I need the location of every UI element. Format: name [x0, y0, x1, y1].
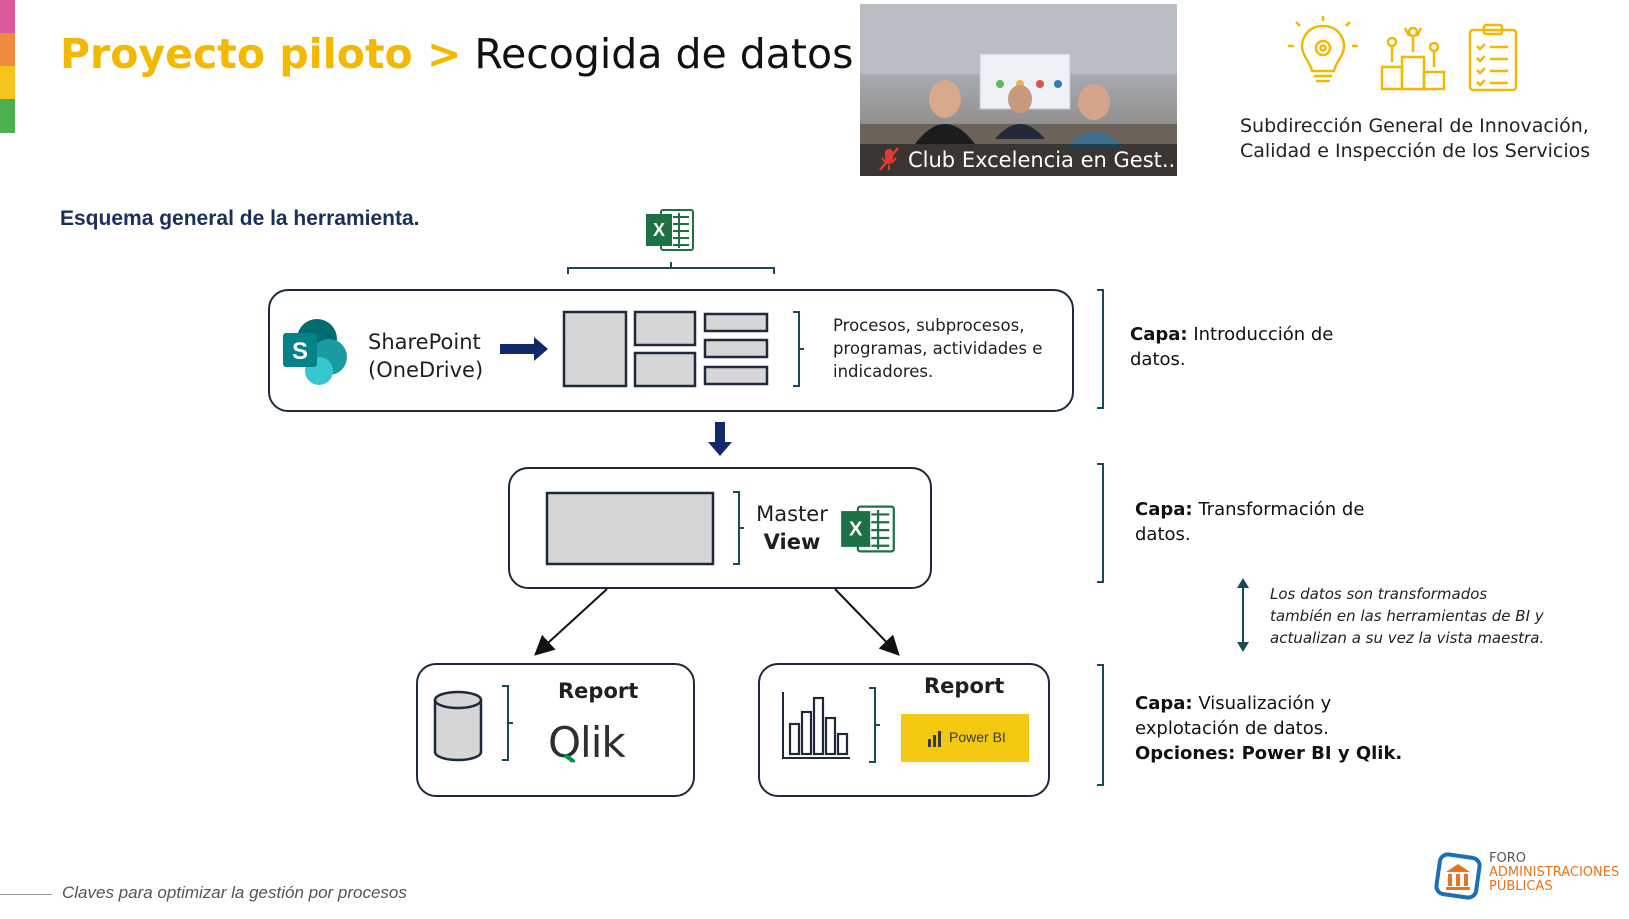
color-strip-yellow — [0, 66, 15, 99]
svg-text:X: X — [849, 519, 863, 541]
layer-3-bold: Capa: — [1135, 693, 1193, 714]
sharepoint-label-line-2: (OneDrive) — [368, 358, 484, 382]
sharepoint-icon: S — [283, 319, 347, 385]
bar-chart-icon — [782, 692, 850, 759]
layer-intake-text: Capa: Introducción de datos. — [1130, 322, 1333, 372]
excel-icon: X — [646, 209, 694, 251]
layer-bracket-3 — [1097, 664, 1104, 786]
transform-note-line-3: actualizan a su vez la vista maestra. — [1270, 629, 1545, 647]
video-participant-tile[interactable]: Club Excelencia en Gest... — [860, 4, 1177, 176]
master-view-line-1: Master — [756, 502, 828, 526]
foro-logo-icon — [1434, 852, 1482, 900]
foro-logo-text: FORO ADMINISTRACIONES PÚBLICAS — [1489, 852, 1619, 894]
title-rest: Recogida de datos — [474, 30, 854, 78]
layer-1-text-2: datos. — [1130, 349, 1186, 370]
footer-divider — [0, 894, 52, 895]
color-strip-green — [0, 99, 15, 133]
diagonal-arrows — [534, 588, 900, 656]
layer-3-text-3: Opciones: Power BI y Qlik. — [1135, 743, 1403, 764]
layer-2-text-2: datos. — [1135, 524, 1191, 545]
powerbi-label: Power BI — [949, 729, 1006, 745]
transform-note-line-2: también en las herramientas de BI y — [1270, 607, 1544, 625]
lightbulb-gear-icon — [1288, 16, 1358, 83]
organization-line-1: Subdirección General de Innovación, — [1240, 115, 1589, 137]
report-left-title: Report — [558, 679, 639, 703]
footer-text: Claves para optimizar la gestión por pro… — [62, 883, 407, 902]
layout-blocks — [562, 310, 769, 388]
report-right-title: Report — [924, 674, 1005, 698]
qlik-logo-mark — [564, 754, 575, 762]
layer-1-bold: Capa: — [1130, 324, 1188, 345]
participant-label: Club Excelencia en Gest... — [908, 148, 1177, 172]
layer-1-text: Introducción de — [1187, 324, 1334, 345]
transform-note: Los datos son transformados también en l… — [1270, 583, 1544, 649]
right-arrow — [500, 337, 548, 361]
svg-text:X: X — [653, 220, 665, 240]
master-view-line-2: View — [763, 530, 821, 554]
bracket — [502, 685, 513, 761]
foro-line-1: FORO — [1489, 851, 1526, 866]
muted-mic-icon — [879, 147, 899, 171]
color-strip-orange — [0, 33, 15, 66]
layer-transform-text: Capa: Transformación de datos. — [1135, 497, 1364, 547]
meeting-room-scene — [860, 4, 1177, 176]
section-subtitle: Esquema general de la herramienta. — [60, 207, 420, 230]
layer-2-text: Transformación de — [1192, 499, 1365, 520]
bracket — [793, 311, 804, 387]
title-highlight: Proyecto piloto > — [60, 30, 462, 78]
bracket — [869, 687, 880, 763]
layer-bracket-2 — [1097, 463, 1104, 583]
intake-layer-box — [268, 289, 1074, 412]
content-description-line-3: indicadores. — [833, 362, 934, 381]
transform-note-line-1: Los datos son transformados — [1270, 585, 1488, 603]
organization-line-2: Calidad e Inspección de los Servicios — [1240, 140, 1591, 162]
sharepoint-label-line-1: SharePoint — [368, 330, 481, 354]
video-caption-bar — [860, 144, 1177, 176]
double-arrow — [1237, 578, 1249, 652]
layer-3-text-2: explotación de datos. — [1135, 718, 1329, 739]
sharepoint-label: SharePoint (OneDrive) — [368, 328, 483, 384]
podium-people-icon — [1380, 26, 1446, 91]
down-arrow — [708, 422, 732, 456]
bracket — [733, 491, 744, 565]
master-view-block — [545, 491, 715, 566]
layer-3-text: Visualización y — [1192, 693, 1332, 714]
layer-bracket-1 — [1097, 289, 1104, 409]
layer-visualization-text: Capa: Visualización y explotación de dat… — [1135, 691, 1402, 766]
excel-icon: X — [841, 505, 895, 553]
master-view-label: Master View — [752, 500, 832, 556]
content-description-line-2: programas, actividades e — [833, 339, 1043, 358]
svg-text:S: S — [292, 338, 308, 365]
color-strip-pink — [0, 0, 15, 33]
content-description-line-1: Procesos, subprocesos, — [833, 316, 1025, 335]
qlik-logo: Qlik — [548, 718, 626, 767]
content-description: Procesos, subprocesos, programas, activi… — [833, 314, 1042, 383]
foro-line-3: PÚBLICAS — [1489, 879, 1553, 894]
page-title: Proyecto piloto > Recogida de datos — [60, 30, 853, 78]
organization-name: Subdirección General de Innovación, Cali… — [1240, 114, 1590, 164]
top-bracket — [567, 262, 775, 274]
powerbi-logo: Power BI — [901, 714, 1029, 762]
layer-2-bold: Capa: — [1135, 499, 1193, 520]
database-icon — [433, 690, 483, 762]
clipboard-checklist-icon — [1468, 23, 1518, 92]
powerbi-icon — [928, 731, 941, 747]
foro-line-2: ADMINISTRACIONES — [1489, 865, 1620, 880]
